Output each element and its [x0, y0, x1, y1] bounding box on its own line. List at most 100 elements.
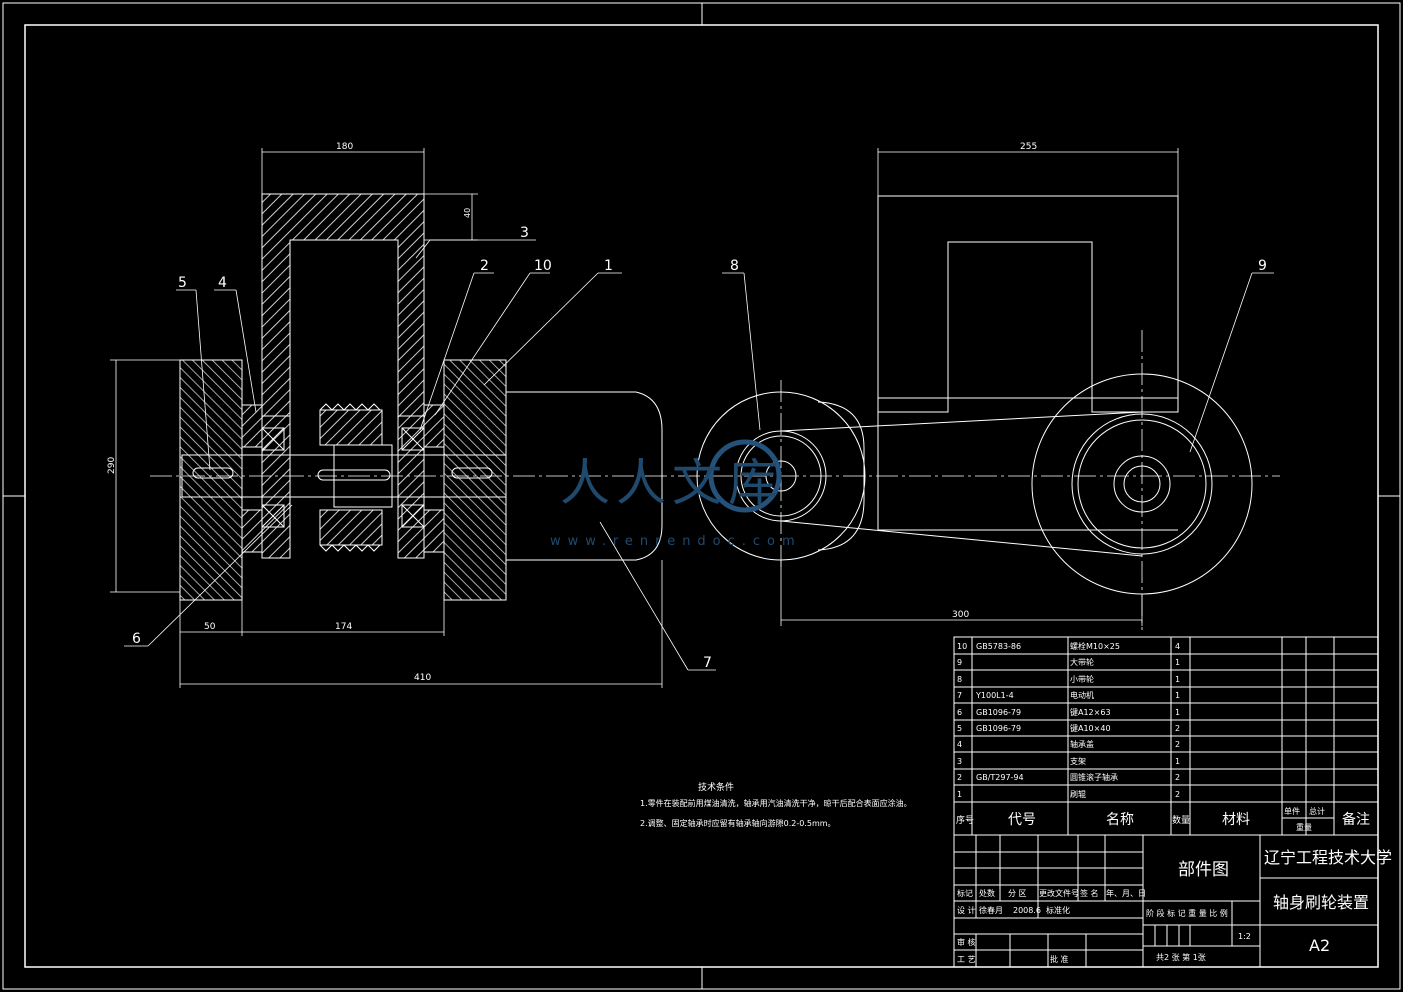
- bom-no: 7: [957, 691, 962, 700]
- bom-qty: 2: [1175, 773, 1180, 782]
- watermark-brand: 人人文库: [560, 454, 784, 512]
- bom-no: 4: [957, 740, 962, 749]
- row-label-date: 年、月、日: [1106, 888, 1146, 898]
- bom-qty: 2: [1175, 790, 1180, 799]
- watermark: 人人文库 www.renrendoc.com: [550, 439, 802, 549]
- dim-overall-length: 410: [414, 673, 431, 683]
- dim-height-left: 290: [107, 457, 117, 474]
- callout-10: 10: [534, 258, 552, 274]
- callout-7: 7: [703, 655, 712, 671]
- dim-bottom-width-right: 300: [952, 610, 969, 620]
- title-block: 部件图 辽宁工程技术大学 轴身刷轮装置 A2 1:2 共2 张 第 1张 阶 段…: [957, 848, 1392, 964]
- row-label-zone: 分 区: [1008, 889, 1027, 898]
- sheet-size: A2: [1309, 936, 1330, 955]
- bom-qty: 1: [1175, 757, 1180, 766]
- bom-no: 8: [957, 675, 962, 684]
- bom-qty: 4: [1175, 642, 1180, 651]
- bom-row: 8 小带轮 1: [957, 674, 1180, 684]
- callout-5: 5: [178, 275, 187, 291]
- title-block-grid: [953, 834, 1379, 968]
- bom-qty: 1: [1175, 708, 1180, 717]
- bom-qty: 2: [1175, 724, 1180, 733]
- bom-name: 电动机: [1070, 690, 1094, 700]
- row-label-signature: 签 名: [1080, 888, 1099, 898]
- bom-header-remark: 备注: [1342, 811, 1370, 828]
- callout-3: 3: [520, 225, 529, 241]
- callout-1: 1: [604, 258, 613, 274]
- bom-no: 3: [957, 757, 962, 766]
- tech-req-title: 技术条件: [698, 781, 734, 793]
- bom-name: 轴承盖: [1070, 739, 1094, 749]
- bom-header-total-weight: 总计: [1309, 806, 1325, 816]
- bom-qty: 2: [1175, 740, 1180, 749]
- watermark-logo-icon: [708, 439, 782, 513]
- bom-row: 10 GB5783-86 螺栓M10×25 4: [957, 641, 1180, 651]
- bom-header-unit-weight: 单件: [1284, 806, 1300, 816]
- scale: 1:2: [1238, 932, 1251, 941]
- bom-rows: 10 GB5783-86 螺栓M10×25 4 9 大带轮 1 8 小带轮 1 …: [957, 641, 1180, 799]
- bom-header-qty: 数量: [1172, 814, 1190, 826]
- tech-req-item-1: 1.零件在装配前用煤油清洗，轴承用汽油清洗干净，晾干后配合表面应涂油。: [640, 798, 912, 808]
- school-name: 辽宁工程技术大学: [1264, 848, 1392, 867]
- bom-no: 1: [957, 790, 962, 799]
- bom-row: 7 Y100L1-4 电动机 1: [957, 690, 1180, 700]
- right-dimensions: [722, 148, 1274, 626]
- bom-qty: 1: [1175, 691, 1180, 700]
- bom-header-name: 名称: [1106, 812, 1134, 828]
- sheet-info: 共2 张 第 1张: [1156, 952, 1206, 962]
- bom-row: 2 GB/T297-94 圆锥滚子轴承 2: [957, 772, 1180, 782]
- bom-no: 2: [957, 773, 962, 782]
- bom-code: Y100L1-4: [975, 691, 1014, 700]
- callout-8: 8: [730, 258, 739, 274]
- dim-left-gap: 50: [204, 622, 216, 632]
- drawing-type: 部件图: [1178, 860, 1229, 880]
- dim-top-width-right: 255: [1020, 142, 1037, 152]
- design-date: 2008.6: [1013, 906, 1041, 915]
- dim-middle-span: 174: [335, 622, 352, 632]
- bom-row: 3 支架 1: [957, 756, 1180, 766]
- side-view: [696, 195, 1253, 630]
- row-label-mark: 标记: [957, 888, 973, 898]
- tech-req-item-2: 2.调整、固定轴承时应留有轴承轴向游隙0.2-0.5mm。: [640, 818, 836, 828]
- bom-code: GB/T297-94: [976, 773, 1024, 782]
- watermark-url: www.renrendoc.com: [550, 534, 802, 549]
- process-label: 工 艺: [957, 955, 976, 964]
- callout-2: 2: [480, 258, 489, 274]
- bom-row: 5 GB1096-79 键A10×40 2: [957, 723, 1180, 733]
- bom-no: 6: [957, 708, 962, 717]
- designer-name: 徐春月: [979, 905, 1003, 915]
- row-label-count: 处数: [979, 888, 995, 898]
- bom-row: 4 轴承盖 2: [957, 739, 1180, 749]
- bom-name: 键A10×40: [1070, 723, 1111, 733]
- bom-qty: 1: [1175, 675, 1180, 684]
- dim-top-width-left: 180: [336, 142, 353, 152]
- front-section-view: [150, 193, 1280, 601]
- design-label: 设 计: [957, 905, 976, 915]
- bom-header: 序号 代号 名称 数量 材料 单件 总计 重量 备注: [956, 806, 1370, 832]
- bom-qty: 1: [1175, 658, 1180, 667]
- left-leaders: [124, 239, 716, 671]
- bom-name: 键A12×63: [1070, 707, 1111, 717]
- bom-grid: [953, 636, 1379, 836]
- dim-wall-thickness: 40: [463, 208, 472, 218]
- bom-header-code: 代号: [1008, 812, 1036, 828]
- bom-row: 1 刷辊 2: [957, 789, 1180, 799]
- row-label-change-doc: 更改文件号: [1039, 888, 1079, 898]
- approve-label: 批 准: [1050, 954, 1069, 964]
- bom-header-material: 材料: [1222, 812, 1250, 828]
- bom-no: 10: [957, 642, 967, 651]
- callout-6: 6: [132, 631, 141, 647]
- bom-row: 9 大带轮 1: [957, 657, 1180, 667]
- bom-code: GB5783-86: [976, 642, 1021, 651]
- bom-no: 5: [957, 724, 962, 733]
- bom-row: 6 GB1096-79 键A12×63 1: [957, 707, 1180, 717]
- bom-name: 圆锥滚子轴承: [1070, 772, 1118, 782]
- drawing-name: 轴身刷轮装置: [1273, 893, 1369, 912]
- callout-9: 9: [1258, 258, 1267, 274]
- review-label: 审 核: [957, 937, 976, 947]
- bom-code: GB1096-79: [976, 724, 1021, 733]
- bom-name: 螺栓M10×25: [1070, 641, 1120, 651]
- bom-name: 小带轮: [1070, 674, 1094, 684]
